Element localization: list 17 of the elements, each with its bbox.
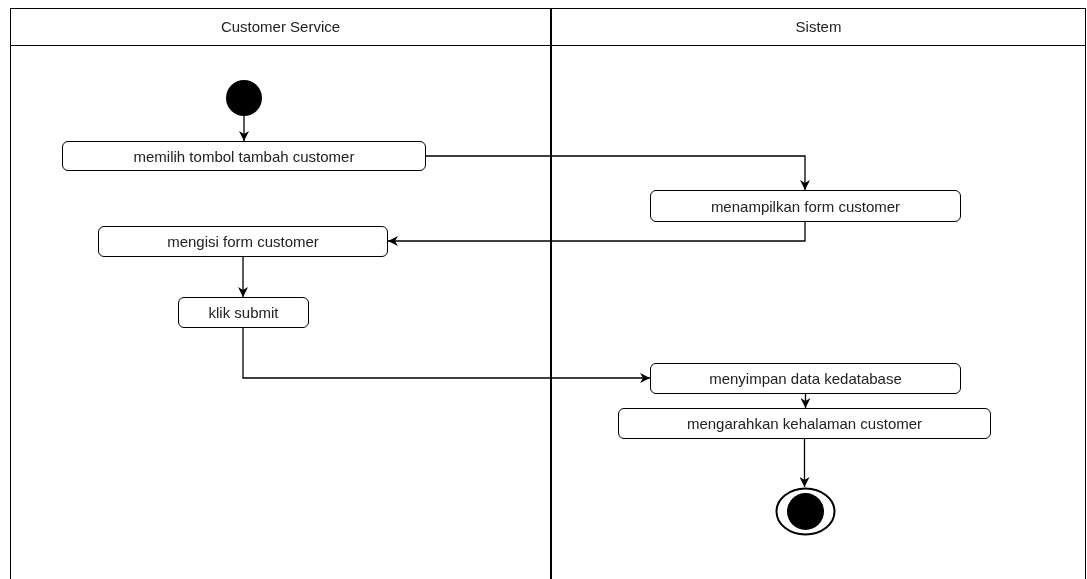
activity-box: memilih tombol tambah customer [62, 141, 426, 171]
swimlane [10, 8, 551, 579]
activity-box: menampilkan form customer [650, 190, 961, 222]
activity-box: menyimpan data kedatabase [650, 363, 961, 394]
activity-box: klik submit [178, 297, 309, 328]
arrow [242, 327, 651, 383]
arrow [800, 393, 811, 409]
arrow [799, 438, 810, 488]
arrow [238, 256, 248, 298]
arrow [387, 221, 806, 246]
arrow [425, 155, 810, 191]
activity-box: mengisi form customer [98, 226, 388, 257]
activity-box: mengarahkan kehalaman customer [618, 408, 991, 439]
arrow [239, 115, 249, 142]
swimlane [551, 8, 1086, 579]
lane-header: Customer Service [11, 9, 550, 46]
lane-header: Sistem [552, 9, 1085, 46]
